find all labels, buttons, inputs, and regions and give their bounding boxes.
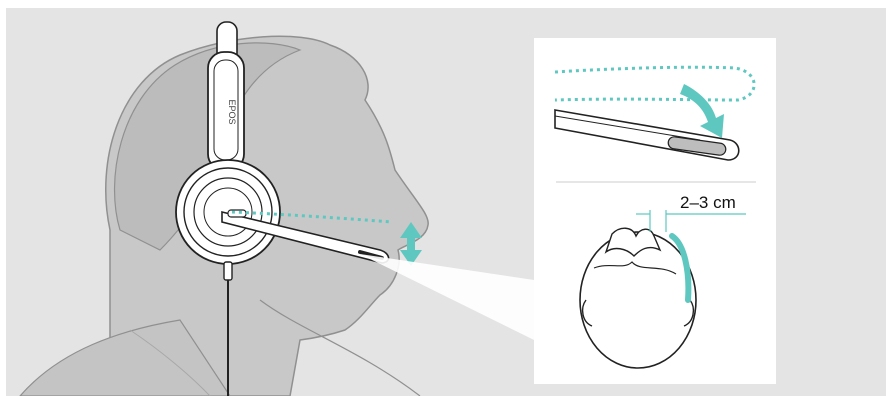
detail-panel: 2–3 cm — [534, 38, 776, 384]
zoom-connector — [360, 254, 534, 340]
brand-text: EPOS — [227, 99, 237, 124]
headset-illustration: EPOS — [6, 8, 886, 396]
distance-label: 2–3 cm — [680, 193, 736, 212]
